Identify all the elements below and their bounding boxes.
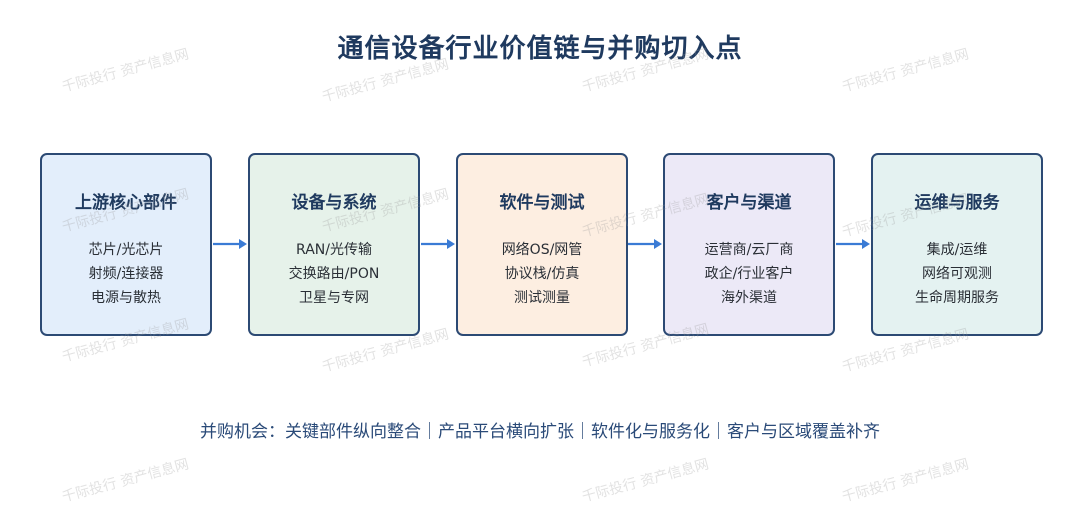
stage-item: 卫星与专网 [299, 290, 369, 306]
stage-item: 集成/运维 [926, 242, 988, 258]
stage-item: 网络可观测 [922, 266, 992, 282]
watermark: 千际投行 资产信息网 [840, 456, 971, 506]
stage-equipment: 设备与系统 RAN/光传输 交换路由/PON 卫星与专网 [248, 153, 420, 336]
stage-item: RAN/光传输 [296, 242, 372, 258]
page-title: 通信设备行业价值链与并购切入点 [337, 34, 743, 64]
arrow-right-icon [421, 239, 455, 249]
arrow-right-icon [628, 239, 662, 249]
stage-customers: 客户与渠道 运营商/云厂商 政企/行业客户 海外渠道 [663, 153, 835, 336]
stage-item: 运营商/云厂商 [704, 242, 794, 258]
stage-item: 测试测量 [514, 290, 570, 306]
stage-item: 生命周期服务 [915, 290, 999, 306]
stage-items: 集成/运维 网络可观测 生命周期服务 [873, 238, 1041, 310]
stage-item: 协议栈/仿真 [504, 266, 580, 282]
stage-title: 运维与服务 [914, 193, 1000, 213]
stage-item: 海外渠道 [721, 290, 777, 306]
stage-title: 软件与测试 [499, 193, 585, 213]
stage-items: 运营商/云厂商 政企/行业客户 海外渠道 [665, 238, 833, 310]
stage-title: 设备与系统 [291, 193, 377, 213]
stage-upstream: 上游核心部件 芯片/光芯片 射频/连接器 电源与散热 [40, 153, 212, 336]
stage-title: 客户与渠道 [706, 193, 792, 213]
stage-item: 电源与散热 [91, 290, 161, 306]
arrow-right-icon [836, 239, 870, 249]
watermark: 千际投行 资产信息网 [580, 456, 711, 506]
watermark: 千际投行 资产信息网 [60, 456, 191, 506]
footer-note: 并购机会：关键部件纵向整合｜产品平台横向扩张｜软件化与服务化｜客户与区域覆盖补齐 [200, 422, 880, 442]
stage-item: 网络OS/网管 [501, 242, 583, 258]
stage-item: 射频/连接器 [88, 266, 164, 282]
stage-items: 芯片/光芯片 射频/连接器 电源与散热 [42, 238, 210, 310]
stage-items: 网络OS/网管 协议栈/仿真 测试测量 [458, 238, 626, 310]
stage-item: 交换路由/PON [288, 266, 380, 282]
stage-title: 上游核心部件 [75, 193, 177, 213]
stage-software: 软件与测试 网络OS/网管 协议栈/仿真 测试测量 [456, 153, 628, 336]
stage-item: 政企/行业客户 [704, 266, 794, 282]
arrow-right-icon [213, 239, 247, 249]
stage-services: 运维与服务 集成/运维 网络可观测 生命周期服务 [871, 153, 1043, 336]
stage-item: 芯片/光芯片 [88, 242, 164, 258]
stage-items: RAN/光传输 交换路由/PON 卫星与专网 [250, 238, 418, 310]
